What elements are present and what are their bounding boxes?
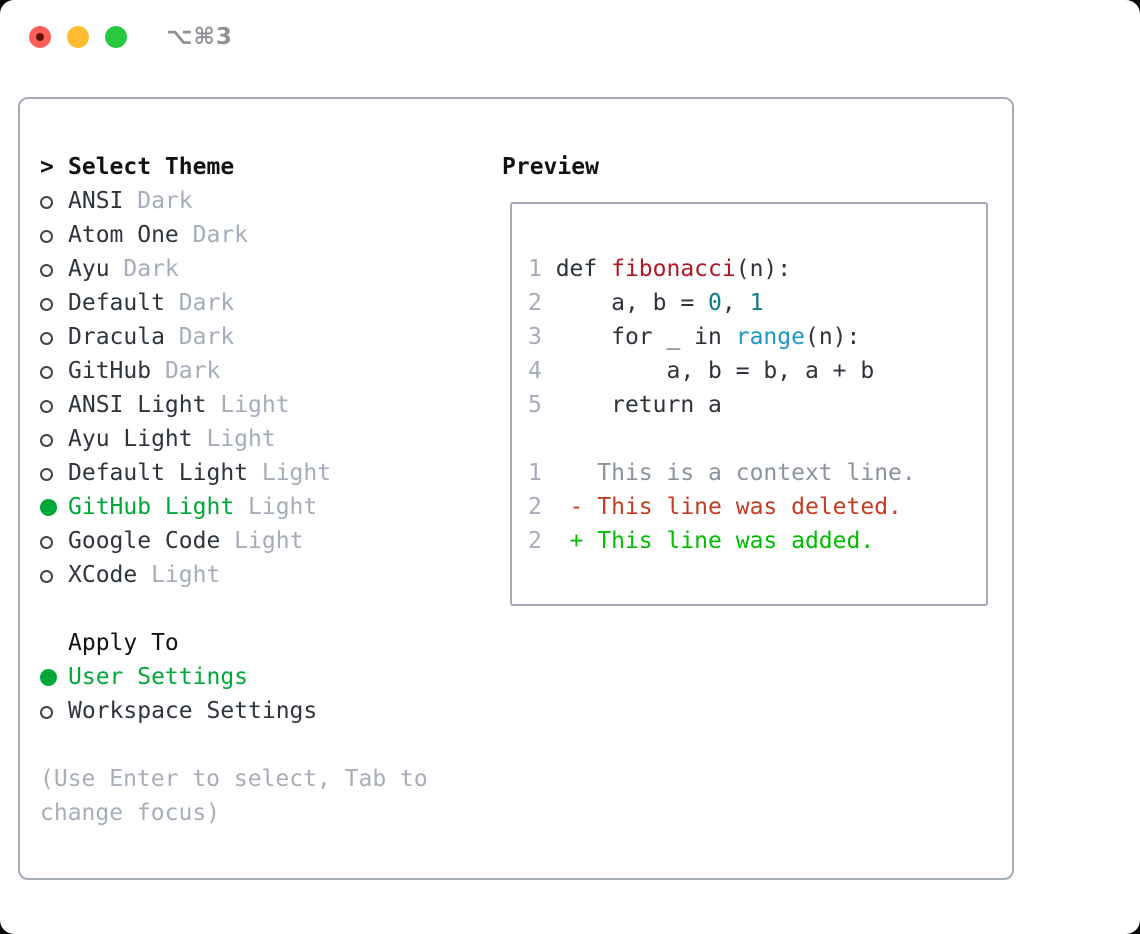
theme-item-dracula[interactable]: Dracula Dark xyxy=(40,320,480,354)
theme-name: GitHub xyxy=(68,358,152,384)
theme-item-default-light[interactable]: Default Light Light xyxy=(40,456,480,490)
code-line: 1 def fibonacci(n): xyxy=(528,256,792,282)
radio-unselected-icon xyxy=(40,388,68,422)
radio-selected-icon xyxy=(40,660,68,694)
theme-variant: Dark xyxy=(151,358,221,384)
close-dot-icon xyxy=(36,33,44,41)
theme-item-atom-one[interactable]: Atom One Dark xyxy=(40,218,480,252)
theme-name: ANSI Light xyxy=(68,392,207,418)
code-block: 1 def fibonacci(n): 2 a, b = 0, 1 3 for _ … xyxy=(528,252,976,558)
spacer xyxy=(40,592,480,626)
radio-unselected-icon xyxy=(40,184,68,218)
radio-selected-icon xyxy=(40,490,68,524)
theme-item-ansi-light[interactable]: ANSI Light Light xyxy=(40,388,480,422)
zoom-button[interactable] xyxy=(105,26,127,48)
theme-variant: Light xyxy=(206,392,290,418)
theme-variant: Light xyxy=(137,562,221,588)
apply-option-workspace-settings[interactable]: Workspace Settings xyxy=(40,694,480,728)
theme-name: Atom One xyxy=(68,222,179,248)
theme-item-github-light[interactable]: GitHub Light Light xyxy=(40,490,480,524)
theme-list-header: > Select Theme xyxy=(40,150,480,184)
theme-name: Default Light xyxy=(68,460,249,486)
theme-name: Google Code xyxy=(68,528,221,554)
radio-unselected-icon xyxy=(40,558,68,592)
code-line: 1 This is a context line. xyxy=(528,460,916,486)
radio-unselected-icon xyxy=(40,694,68,728)
code-line: 5 return a xyxy=(528,392,722,418)
radio-unselected-icon xyxy=(40,252,68,286)
theme-name: Default xyxy=(68,290,165,316)
radio-unselected-icon xyxy=(40,218,68,252)
theme-item-xcode[interactable]: XCode Light xyxy=(40,558,480,592)
theme-variant: Dark xyxy=(164,290,235,316)
theme-name: Ayu xyxy=(68,256,110,282)
theme-variant: Dark xyxy=(109,256,179,282)
close-button[interactable] xyxy=(29,26,51,48)
radio-unselected-icon xyxy=(40,422,68,456)
apply-option-label: Workspace Settings xyxy=(68,698,318,724)
code-line: 3 for _ in range(n): xyxy=(528,324,861,350)
radio-unselected-icon xyxy=(40,354,68,388)
apply-to-header: Apply To xyxy=(68,630,179,656)
radio-unselected-icon xyxy=(40,320,68,354)
theme-variant: Light xyxy=(234,494,318,520)
theme-name: GitHub Light xyxy=(68,494,235,520)
radio-unselected-icon xyxy=(40,286,68,320)
theme-name: XCode xyxy=(68,562,138,588)
theme-name: Dracula xyxy=(68,324,165,350)
code-line: 2 a, b = 0, 1 xyxy=(528,290,764,316)
theme-variant: Dark xyxy=(123,188,193,214)
code-line: 4 a, b = b, a + b xyxy=(528,358,875,384)
theme-item-ayu-light[interactable]: Ayu Light Light xyxy=(40,422,480,456)
theme-item-ayu[interactable]: Ayu Dark xyxy=(40,252,480,286)
theme-name: Ayu Light xyxy=(68,426,193,452)
window-title: ⌥⌘3 xyxy=(166,24,233,50)
theme-item-ansi[interactable]: ANSI Dark xyxy=(40,184,480,218)
theme-variant: Light xyxy=(192,426,276,452)
selection-caret-icon: > xyxy=(40,154,54,180)
code-line: 2 + This line was added. xyxy=(528,528,875,554)
preview-box: 1 def fibonacci(n): 2 a, b = 0, 1 3 for _ … xyxy=(510,202,988,606)
title-bar: ⌥⌘3 xyxy=(0,0,1140,74)
preview-header: Preview xyxy=(502,154,599,180)
theme-variant: Light xyxy=(220,528,304,554)
code-line xyxy=(528,422,976,456)
apply-option-label: User Settings xyxy=(68,664,249,690)
theme-name: ANSI xyxy=(68,188,124,214)
radio-unselected-icon xyxy=(40,524,68,558)
radio-unselected-icon xyxy=(40,456,68,490)
code-line: 2 - This line was deleted. xyxy=(528,494,902,520)
theme-variant: Light xyxy=(248,460,332,486)
theme-item-default[interactable]: Default Dark xyxy=(40,286,480,320)
theme-list-title: Select Theme xyxy=(68,154,235,180)
theme-item-google-code[interactable]: Google Code Light xyxy=(40,524,480,558)
theme-variant: Dark xyxy=(164,324,235,350)
theme-variant: Dark xyxy=(178,222,249,248)
keyboard-hint: (Use Enter to select, Tab to change focu… xyxy=(40,766,428,826)
minimize-button[interactable] xyxy=(67,26,89,48)
theme-item-github[interactable]: GitHub Dark xyxy=(40,354,480,388)
apply-option-user-settings[interactable]: User Settings xyxy=(40,660,480,694)
